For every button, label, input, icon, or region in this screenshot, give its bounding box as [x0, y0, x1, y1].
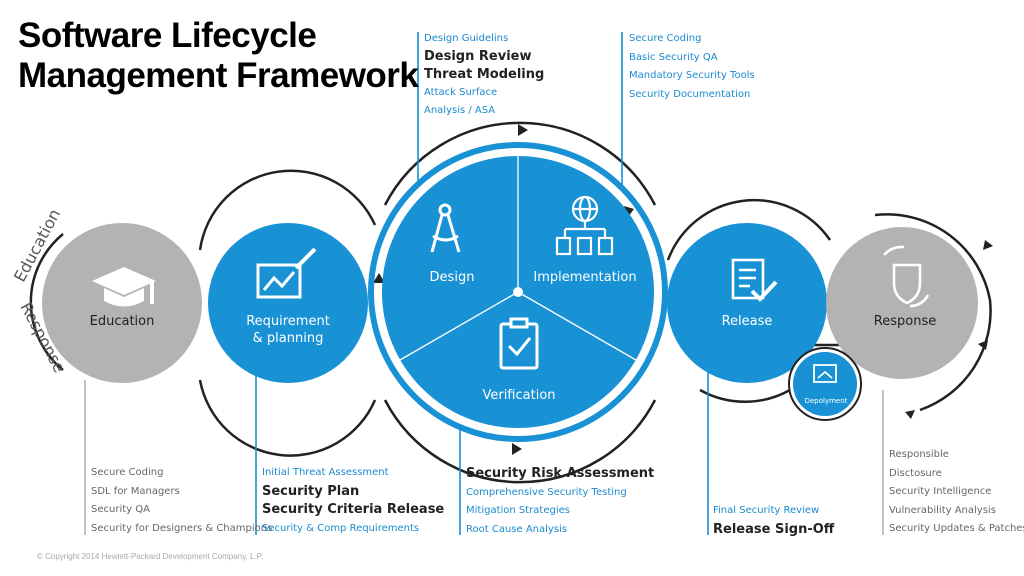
release-list: Final Security Review Release Sign-Off: [713, 502, 834, 539]
node-design-label: Design: [430, 270, 475, 285]
arc-requirement-bottom: [198, 379, 377, 457]
verification-list-item: Mitigation Strategies: [466, 505, 570, 516]
checklist-icon: [731, 258, 778, 302]
design-list-analysis: Analysis / ASA: [424, 105, 496, 116]
response-circle: [826, 227, 978, 379]
verification-list-item: Comprehensive Security Testing: [466, 486, 627, 498]
response-list-item: Disctosure: [889, 467, 942, 479]
arrow-icon: [624, 206, 634, 217]
arrow-icon: [905, 410, 915, 419]
response-list-item: Vulnerability Analysis: [889, 504, 996, 516]
center-dot: [513, 287, 523, 297]
arc-main-bottom: [383, 399, 657, 484]
implementation-list: Secure Coding Basic Security QA Mandator…: [629, 30, 755, 104]
pointer-lines: [84, 32, 884, 535]
clipboard-check-icon: [499, 317, 539, 370]
deployment-inner: [793, 352, 857, 416]
page-title: Software Lifecycle Management Framework: [18, 16, 419, 96]
response-list-item: Security Intelligence: [889, 486, 992, 497]
arrow-icon: [518, 124, 528, 136]
implementation-list-item: Security Documentation: [629, 88, 751, 100]
node-requirement-label-2: & planning: [253, 331, 324, 346]
requirement-list-plan: Security Plan: [262, 483, 360, 499]
design-list-review: Design Review: [424, 49, 532, 64]
arc-release-bottom: [699, 388, 791, 404]
requirement-list: Initial Threat Assessment Security Plan …: [262, 464, 444, 538]
arc-main-top: [383, 121, 657, 206]
page-title-line-1: Software Lifecycle: [18, 16, 317, 55]
education-list-item: Security for Designers & Champions: [91, 522, 273, 534]
arrow-icon: [373, 273, 385, 283]
node-verification-label: Verification: [482, 388, 555, 403]
chart-pencil-icon: [256, 247, 317, 299]
main-ring: [368, 142, 668, 442]
implementation-list-item: Basic Security QA: [629, 51, 718, 63]
flow-arrows: [373, 124, 993, 455]
node-requirement-label-1: Requirement: [246, 314, 330, 329]
arc-education: [29, 233, 64, 371]
education-list-item: SDL for Managers: [91, 485, 180, 497]
response-list: Responsible Disctosure Security Intellig…: [889, 446, 1024, 539]
design-list-threat: Threat Modeling: [424, 67, 545, 82]
arc-release-top: [666, 198, 832, 261]
node-response-label: Response: [874, 314, 936, 329]
implementation-list-item: Secure Coding: [629, 33, 702, 44]
arrow-icon: [983, 240, 993, 250]
node-education-label: Education: [90, 314, 155, 329]
design-list: Design Guidelins Design Review Threat Mo…: [424, 30, 544, 120]
release-circle: [667, 223, 827, 383]
shield-refresh-icon: [883, 245, 930, 308]
response-list-item: Responsible: [889, 449, 949, 460]
main-dividers: [399, 156, 637, 361]
requirement-list-comp: Security & Comp Requirements: [262, 522, 420, 534]
verification-list-item: Root Cause Analysis: [466, 523, 568, 535]
arc-requirement-top: [198, 169, 377, 251]
graduation-cap-icon: [92, 267, 156, 307]
release-list-final: Final Security Review: [713, 505, 820, 516]
release-list-signoff: Release Sign-Off: [713, 521, 835, 537]
requirement-circle: [208, 223, 368, 383]
arc-response: [874, 213, 992, 412]
network-globe-icon: [555, 195, 614, 256]
design-list-guidelines: Design Guidelins: [424, 33, 509, 44]
education-list-item: Security QA: [91, 504, 150, 515]
copyright-text: © Copyright 2014 Hewlett-Packard Develop…: [37, 552, 264, 561]
node-deployment-label: Depolyment: [805, 397, 848, 405]
requirement-list-criteria: Security Criteria Release: [262, 502, 445, 517]
education-list: Secure Coding SDL for Managers Security …: [91, 464, 272, 538]
compass-icon: [430, 203, 461, 253]
requirement-list-initial: Initial Threat Assessment: [262, 467, 389, 478]
verification-list: Security Risk Assessment Comprehensive S…: [466, 465, 654, 539]
node-implementation-label: Implementation: [533, 270, 636, 285]
education-list-item: Secure Coding: [91, 467, 164, 478]
verification-list-heading: Security Risk Assessment: [466, 466, 655, 481]
deployment-icon: [813, 364, 837, 383]
implementation-list-item: Mandatory Security Tools: [629, 70, 755, 81]
arrow-icon: [978, 340, 988, 350]
arrow-icon: [512, 443, 522, 455]
flow-arcs: [29, 121, 992, 484]
node-release-label: Release: [722, 314, 773, 329]
response-list-item: Security Updates & Patches: [889, 523, 1024, 534]
page-title-line-2: Management Framework: [18, 56, 419, 95]
design-list-attack: Attack Surface: [424, 87, 498, 98]
